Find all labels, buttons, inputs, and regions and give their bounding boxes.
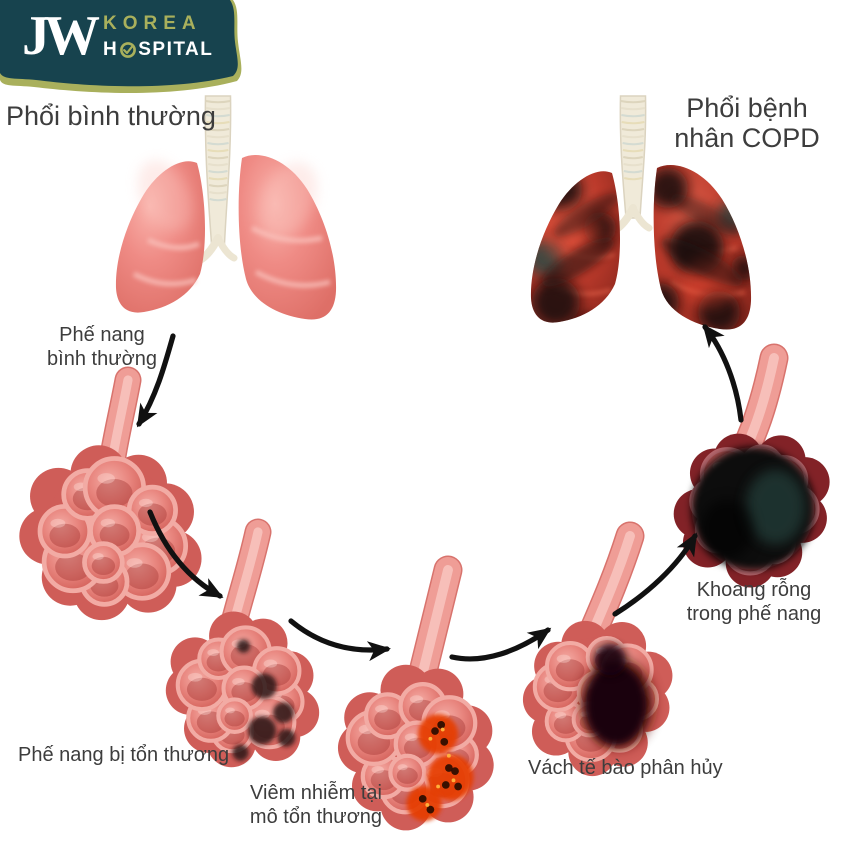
logo-korea-text: KOREA — [103, 13, 202, 34]
label-stage-cavity: Khoang rỗng trong phế nang — [686, 579, 822, 625]
label-stage-damaged-alveoli: Phế nang bị tổn thương — [18, 744, 230, 766]
label-normal-lungs: Phổi bình thường — [6, 101, 216, 131]
flow-arrows — [136, 323, 744, 662]
alveoli-inflamed-illustration — [337, 664, 494, 831]
alveoli-damaged-illustration — [165, 611, 320, 768]
logo-flag-shape — [0, 0, 242, 93]
label-stage-decomposed: Vách tế bào phân hủy — [528, 757, 723, 779]
alveoli-cavity-illustration — [673, 433, 830, 588]
label-stage-inflamed: Viêm nhiễm tại mô tổn thương — [249, 782, 383, 828]
alveoli-decomposed-illustration — [522, 620, 673, 777]
logo-monogram: JW — [22, 5, 100, 67]
alveoli-normal-illustration — [19, 445, 202, 621]
label-copd-lungs: Phổi bệnh nhân COPD — [674, 93, 820, 154]
check-circle-icon — [119, 41, 137, 59]
healthy-lungs-illustration — [115, 95, 337, 320]
label-stage-normal-alveoli: Phế nang bình thường — [47, 324, 157, 370]
